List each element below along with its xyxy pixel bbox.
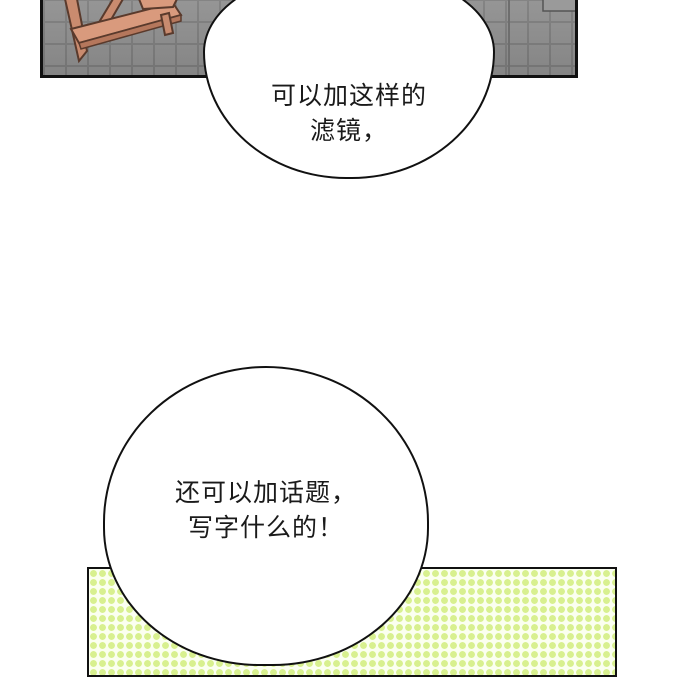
speech-line: 滤镜， (309, 116, 388, 145)
table-leg (159, 11, 175, 37)
speech-line: 写字什么的！ (187, 513, 344, 542)
speech-line: 还可以加话题， (174, 478, 357, 507)
speech-bubble-text: 可以加这样的 滤镜， (271, 78, 427, 148)
bench-plank-edge (78, 14, 182, 50)
picnic-table-illustration (64, 0, 575, 75)
speech-bubble-text: 还可以加话题， 写字什么的！ (175, 475, 357, 545)
speech-bubble-top: 可以加这样的 滤镜， (203, 0, 495, 179)
speech-line: 可以加这样的 (270, 81, 427, 110)
table-top (138, 0, 178, 11)
brick-detail (542, 0, 575, 12)
speech-bubble-bottom: 还可以加话题， 写字什么的！ (103, 366, 429, 666)
